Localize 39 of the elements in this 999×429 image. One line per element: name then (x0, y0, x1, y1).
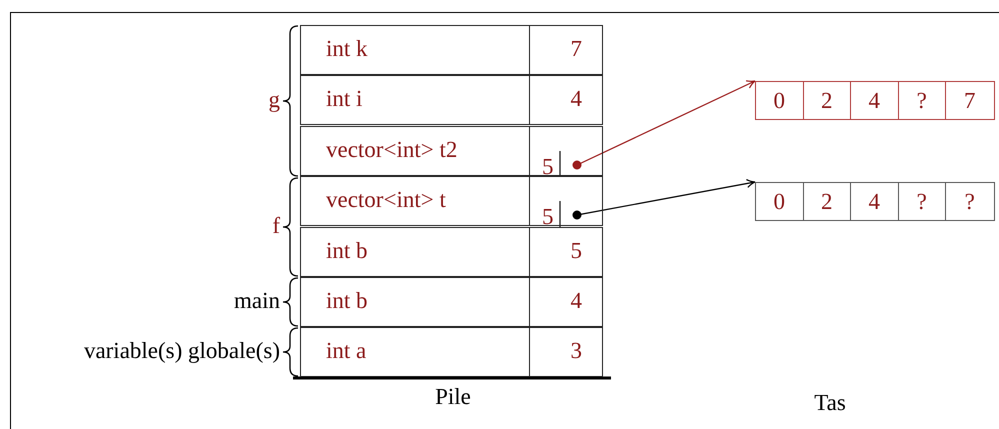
variable-declaration: vector<int> t2 (326, 137, 458, 163)
array-cell: 4 (851, 82, 898, 119)
array-cell-text: 7 (963, 87, 976, 115)
array-cell: 2 (804, 82, 851, 119)
variable-declaration: int a (326, 338, 366, 364)
variable-declaration: int i (326, 86, 362, 112)
variable-declaration: int b (326, 288, 368, 314)
array-cell: ? (898, 183, 946, 220)
stack-row (300, 227, 603, 277)
variable-declaration: int k (326, 36, 368, 62)
variable-value: 5 (570, 238, 582, 264)
array-cell: ? (898, 82, 946, 119)
array-cell-text: ? (964, 188, 976, 216)
array-cell: 4 (851, 183, 898, 220)
heap-array (755, 81, 994, 120)
section-caption: Pile (435, 384, 471, 410)
stack-row (300, 176, 603, 226)
variable-value: 3 (570, 338, 582, 364)
stack-row (300, 75, 603, 125)
variable-declaration: int b (326, 238, 368, 264)
array-cell: 0 (756, 183, 804, 220)
heap-array (755, 182, 994, 221)
scope-label: main (234, 288, 280, 314)
array-cell: 0 (756, 82, 804, 119)
variable-declaration: vector<int> t (326, 187, 446, 213)
variable-value: 7 (570, 36, 582, 62)
scope-label: variable(s) globale(s) (84, 338, 280, 364)
scope-label: g (268, 87, 280, 113)
array-cell: 2 (804, 183, 851, 220)
vector-size: 5 (542, 154, 554, 180)
variable-value: 4 (570, 288, 582, 314)
section-caption: Tas (814, 390, 846, 416)
stack-row (300, 25, 603, 75)
stack-row (300, 327, 603, 377)
stack-row (300, 126, 603, 176)
scope-label: f (272, 213, 280, 239)
stack-row (300, 277, 603, 327)
variable-value: 4 (570, 86, 582, 112)
vector-size: 5 (542, 204, 554, 230)
